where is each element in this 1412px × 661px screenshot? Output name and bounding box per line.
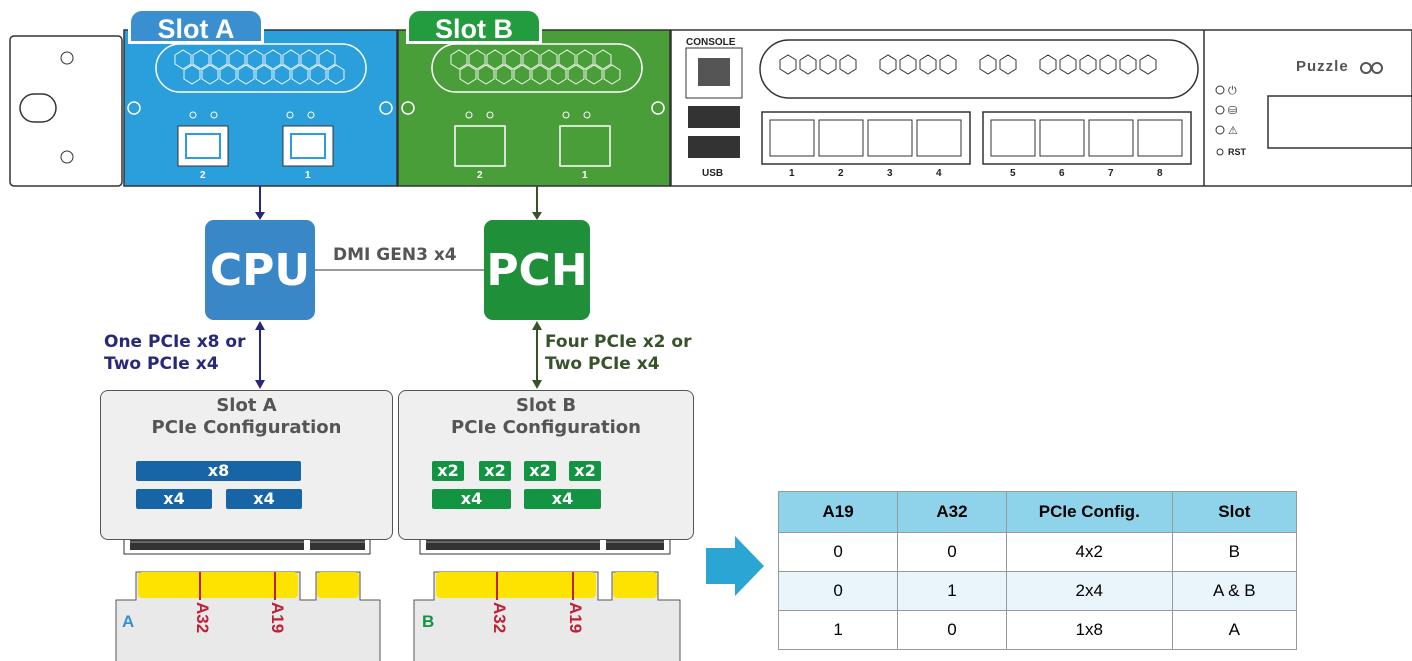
table-cell: 1x8	[1005, 610, 1173, 650]
slot-a-lane-x4: x4	[226, 489, 302, 509]
slot-b-vent-pattern	[450, 49, 621, 85]
usb-label: USB	[702, 168, 724, 179]
card-edge-a-pin-a19: A19	[268, 602, 287, 634]
slot-a-vent	[155, 43, 367, 93]
table-cell: 1	[777, 610, 899, 650]
slot-a-config-subtitle: PCIe Configuration	[151, 417, 342, 438]
cpu-link-label-2: Two PCIe x4	[104, 354, 219, 374]
slot-b-lane-x4: x4	[524, 489, 601, 509]
table-row: 1 0 1x8 A	[777, 610, 1298, 650]
table-header-config: PCIe Config.	[1005, 491, 1173, 533]
slot-b-lane-x2: x2	[479, 461, 511, 481]
lan-port-label: 3	[887, 168, 893, 179]
lan-port-label: 7	[1108, 168, 1114, 179]
lan-port-label: 1	[789, 168, 795, 179]
card-edge-b-pin-a19: A19	[566, 602, 585, 634]
table-header-a19: A19	[777, 491, 899, 533]
table-header-row: A19 A32 PCIe Config. Slot	[777, 491, 1298, 533]
console-port-icon	[685, 47, 743, 99]
table-cell: 2x4	[1005, 571, 1173, 611]
lan-port-label: 6	[1059, 168, 1065, 179]
slot-a-lane-x4: x4	[136, 489, 212, 509]
lan-port-label: 8	[1157, 168, 1163, 179]
table-arrow-icon	[706, 536, 764, 596]
slot-a-screw-left	[127, 101, 141, 115]
table-cell: A	[1171, 610, 1298, 650]
lcd-display	[1267, 95, 1412, 149]
lan-port-label: 4	[936, 168, 942, 179]
table-cell: 1	[897, 571, 1007, 611]
chassis-vent	[759, 39, 1199, 99]
chassis-front: ⏻ ⛁ ⚠	[670, 29, 1412, 187]
brand-name: Puzzle	[1296, 58, 1349, 75]
slot-a-screw-right	[379, 101, 393, 115]
table-row: 0 1 2x4 A & B	[777, 571, 1298, 611]
power-led-icon	[1215, 85, 1225, 95]
lan-port-label: 5	[1010, 168, 1016, 179]
slot-b-lane-x4: x4	[432, 489, 511, 509]
svg-text:⏻: ⏻	[1228, 85, 1237, 97]
slot-b-vent	[431, 43, 643, 93]
usb-port-top-icon	[688, 106, 740, 128]
card-edge-b-pin-a32: A32	[490, 602, 509, 634]
slot-b-module	[397, 29, 671, 187]
pch-link-label-2: Two PCIe x4	[545, 354, 660, 374]
slot-a-config-box: Slot A PCIe Configuration x8 x4 x4	[100, 390, 393, 540]
cpu-block: CPU	[205, 220, 315, 320]
dmi-link-label: DMI GEN3 x4	[330, 245, 460, 265]
card-edge-b	[413, 571, 681, 661]
slot-b-lane-x2: x2	[524, 461, 556, 481]
table-row: 0 0 4x2 B	[777, 532, 1298, 572]
slot-b-config-box: Slot B PCIe Configuration x2 x2 x2 x2 x4…	[398, 390, 694, 540]
slot-b-lane-x2: x2	[569, 461, 601, 481]
table-cell: 0	[777, 571, 899, 611]
cpu-link-label-1: One PCIe x8 or	[104, 332, 246, 352]
lan-block-1-4	[761, 111, 971, 165]
table-header-a32: A32	[897, 491, 1007, 533]
card-edge-a-pin-a32: A32	[193, 602, 212, 634]
slot-b-lane-x2: x2	[432, 461, 464, 481]
slot-b-port-label: 1	[582, 170, 588, 181]
table-cell: B	[1171, 532, 1298, 572]
slot-a-config-title: Slot A	[216, 395, 277, 416]
slot-b-port-1-icon	[559, 125, 611, 167]
slot-b-port-2-icon	[454, 125, 506, 167]
console-label: CONSOLE	[686, 37, 736, 48]
card-edge-b-letter: B	[422, 612, 435, 631]
usb-port-bottom-icon	[688, 136, 740, 158]
slot-a-lane-x8: x8	[136, 461, 301, 481]
table-cell: 0	[897, 532, 1007, 572]
slot-b-tab: Slot B	[406, 8, 542, 44]
slot-b-config-subtitle: PCIe Configuration	[451, 417, 641, 438]
connectors	[255, 186, 764, 596]
rack-ear	[9, 35, 123, 187]
slot-a-port-label: 2	[200, 170, 206, 181]
slot-a-port-label: 1	[305, 170, 311, 181]
card-edge-a	[115, 571, 381, 661]
lan-port-label: 2	[838, 168, 844, 179]
reset-button-icon	[1216, 148, 1224, 156]
slot-a-module	[123, 29, 398, 187]
table-header-slot: Slot	[1171, 491, 1298, 533]
pch-block: PCH	[484, 220, 590, 320]
table-cell: 0	[777, 532, 899, 572]
card-edge-a-letter: A	[122, 612, 135, 631]
slot-b-config-title: Slot B	[515, 395, 577, 416]
slot-a-vent-pattern	[174, 49, 345, 85]
svg-text:⛁: ⛁	[1228, 105, 1237, 117]
table-cell: 0	[897, 610, 1007, 650]
table-cell: 4x2	[1005, 532, 1173, 572]
slot-b-port-label: 2	[477, 170, 483, 181]
disk-led-icon	[1215, 105, 1225, 115]
pch-link-label-1: Four PCIe x2 or	[545, 332, 692, 352]
pcie-config-table: A19 A32 PCIe Config. Slot 0 0 4x2 B 0 1 …	[777, 491, 1298, 650]
alert-led-icon	[1215, 125, 1225, 135]
table-cell: A & B	[1171, 571, 1298, 611]
rst-label: RST	[1228, 147, 1246, 157]
slot-a-tab: Slot A	[128, 8, 264, 44]
svg-text:⚠: ⚠	[1228, 125, 1238, 137]
lan-block-5-8	[982, 111, 1192, 165]
